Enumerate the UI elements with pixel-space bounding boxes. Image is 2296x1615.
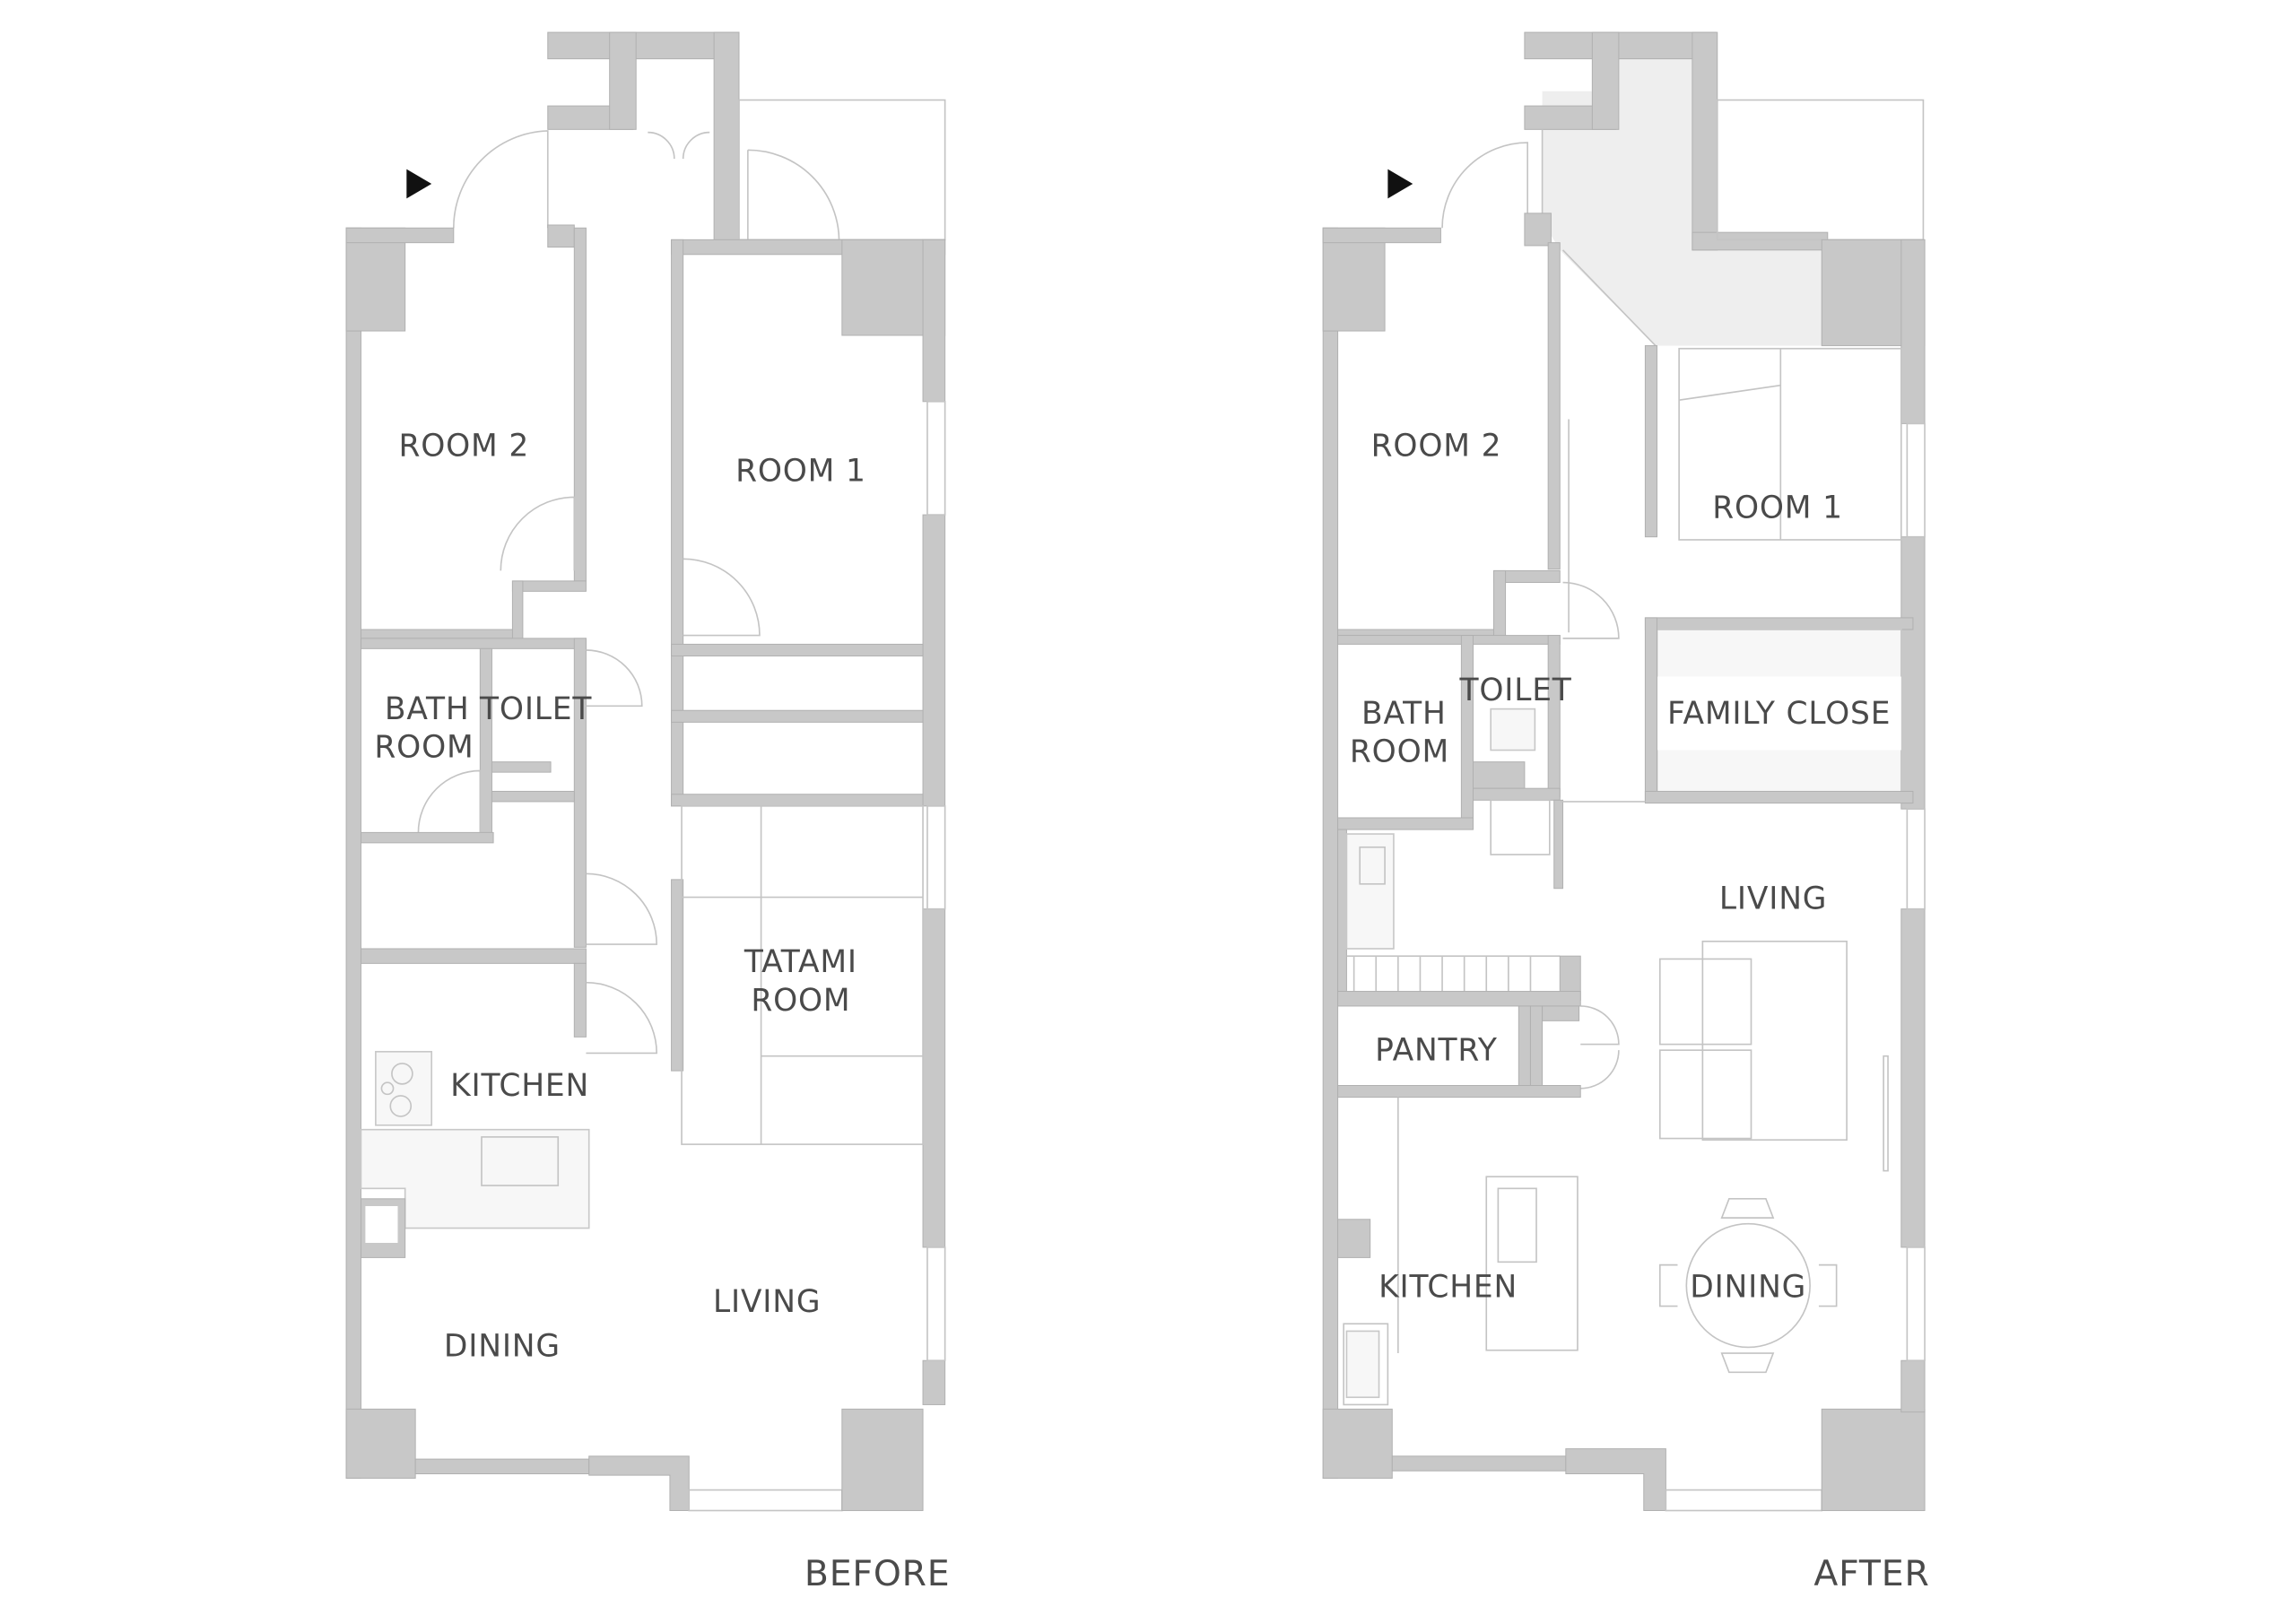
room-label: TATAMI [744, 944, 857, 980]
entrance-arrow-icon [1387, 169, 1413, 199]
room-label: TOILET [1458, 673, 1571, 708]
room-label: TOILET [479, 691, 592, 727]
room-label: ROOM [1350, 734, 1449, 770]
room-label: ROOM 2 [398, 428, 529, 464]
room-label: FAMILY CLOSE [1667, 696, 1891, 732]
room-label: LIVING [1719, 881, 1827, 917]
room-label: KITCHEN [1378, 1270, 1518, 1306]
room-label: DINING [444, 1328, 561, 1364]
room-label: ROOM 1 [1712, 490, 1843, 525]
room-label: BATH [385, 691, 470, 727]
before-caption: BEFORE [804, 1553, 951, 1594]
room-label: ROOM 2 [1371, 428, 1502, 464]
room-label: LIVING [713, 1284, 821, 1320]
room-label: ROOM 1 [735, 453, 866, 489]
before-plan: ROOM 2 ROOM 1 BATH ROOM TOILET TATAMI RO… [345, 31, 951, 1594]
entrance-arrow-icon [406, 169, 432, 199]
after-caption: AFTER [1813, 1553, 1929, 1594]
room-label: ROOM [374, 730, 474, 766]
room-label: ROOM [751, 983, 850, 1019]
room-label: DINING [1690, 1270, 1806, 1306]
room-label: KITCHEN [450, 1068, 589, 1104]
after-plan: ROOM 2 ROOM 1 BATH ROOM TOILET FAMILY CL… [1322, 31, 1929, 1594]
room-label: PANTRY [1375, 1033, 1498, 1069]
room-label: BATH [1361, 696, 1447, 732]
